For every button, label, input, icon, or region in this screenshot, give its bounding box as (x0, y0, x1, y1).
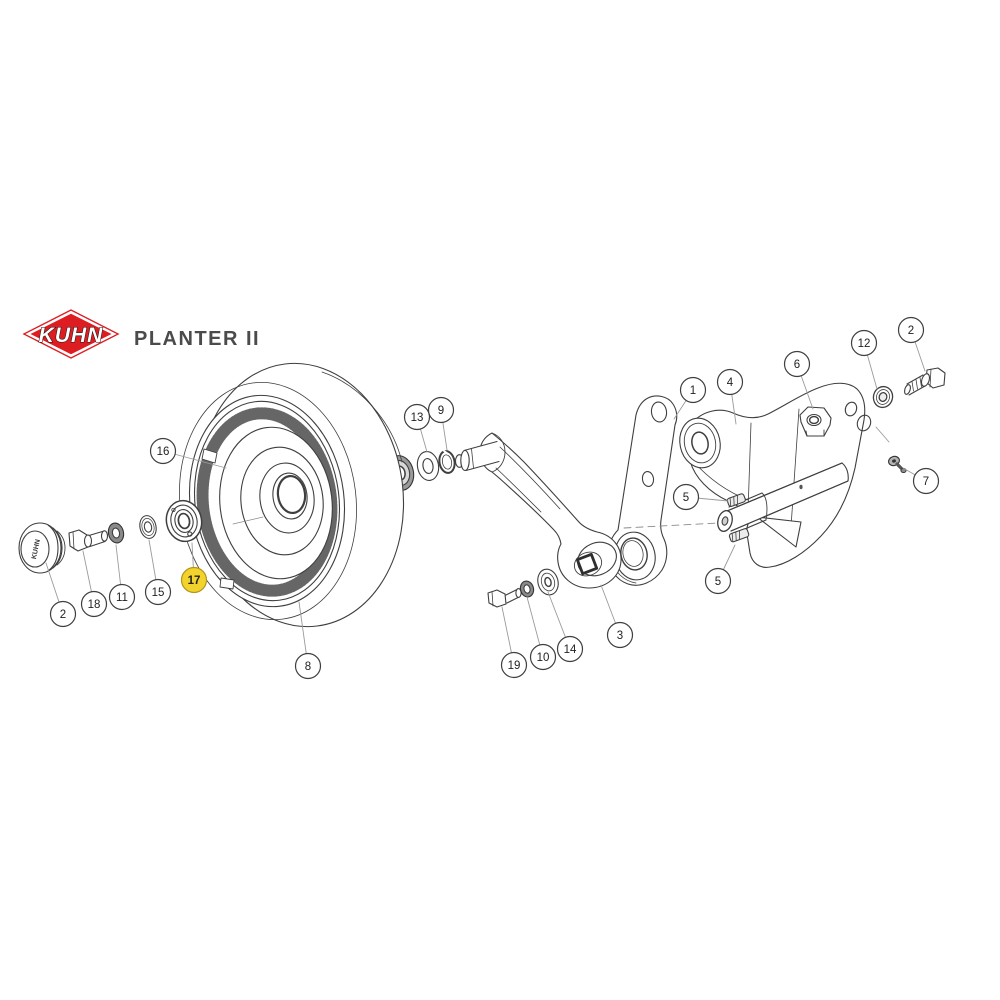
washer-15-drawing (139, 515, 157, 539)
svg-text:12: 12 (858, 338, 871, 350)
bolt-18-drawing (68, 529, 109, 552)
callout-2[interactable]: 2 (45, 562, 77, 628)
callout-19[interactable]: 19 (500, 606, 528, 679)
svg-text:14: 14 (564, 644, 577, 656)
snap-ring-9-drawing (438, 449, 456, 474)
svg-text:2: 2 (60, 609, 66, 621)
screw-7-drawing (888, 455, 907, 474)
callout-7[interactable]: 7 (902, 467, 940, 495)
bracket-gusset (756, 516, 802, 548)
pin-5-lower-drawing (728, 528, 750, 543)
callout-12[interactable]: 12 (850, 329, 878, 390)
link-arm-1-drawing (607, 395, 678, 586)
lock-washer-10-drawing (519, 580, 535, 598)
arm-square-bore (575, 552, 599, 576)
rim-tab-top (201, 448, 218, 464)
washer-13-drawing (416, 451, 440, 481)
svg-text:3: 3 (617, 630, 623, 642)
callout-18[interactable]: 18 (80, 550, 108, 618)
brand-header: KUHN PLANTER II (22, 308, 260, 360)
callout-6[interactable]: 6 (783, 350, 814, 410)
callout-3[interactable]: 3 (600, 584, 634, 649)
svg-text:5: 5 (683, 492, 689, 504)
callout-11[interactable]: 11 (108, 544, 136, 611)
kuhn-logo-outline (22, 309, 120, 359)
bearing-17-drawing (165, 499, 203, 543)
callout-9[interactable]: 9 (427, 396, 455, 451)
svg-text:7: 7 (923, 476, 929, 488)
page-title: PLANTER II (134, 327, 261, 350)
washer-12-drawing (872, 385, 894, 409)
svg-text:13: 13 (411, 412, 424, 424)
bolt-2-drawing (904, 367, 946, 396)
callout-5[interactable]: 5 (672, 483, 729, 511)
washer-11-drawing (107, 522, 125, 544)
assembly-centerline (623, 522, 719, 529)
callout-5[interactable]: 5 (704, 544, 736, 595)
wheel-spindle-drawing (454, 440, 500, 472)
svg-text:18: 18 (88, 599, 101, 611)
callout-10[interactable]: 10 (526, 596, 557, 671)
svg-text:15: 15 (152, 587, 165, 599)
washer-14-drawing (537, 568, 559, 596)
callout-1[interactable]: 1 (673, 376, 707, 420)
svg-text:1: 1 (690, 385, 696, 397)
callout-4[interactable]: 4 (716, 368, 744, 425)
bolt-19-drawing (487, 588, 522, 608)
bolt-axis-line (875, 426, 890, 443)
pin-5-upper-drawing (726, 493, 746, 507)
rim-tab-bottom (219, 577, 235, 590)
callout-2[interactable]: 2 (897, 316, 926, 372)
callout-17-highlighted[interactable]: 17 (180, 542, 208, 594)
svg-text:2: 2 (908, 325, 914, 337)
kuhn-logo: KUHN (22, 309, 120, 359)
svg-text:10: 10 (537, 652, 550, 664)
svg-text:5: 5 (715, 576, 721, 588)
callout-15[interactable]: 15 (144, 539, 172, 606)
svg-text:4: 4 (727, 377, 734, 389)
hub-cap-logo-text: KUHN (31, 539, 42, 560)
kuhn-logo-text: KUHN (39, 324, 104, 347)
svg-text:19: 19 (508, 660, 521, 672)
hub-cap-drawing: KUHN (18, 522, 66, 574)
callout-16[interactable]: 16 (149, 437, 227, 469)
kuhn-logo-diamond (25, 311, 117, 357)
gauge-wheel-drawing (179, 362, 415, 628)
svg-text:8: 8 (305, 661, 311, 673)
swing-arm-3-drawing (454, 432, 622, 589)
svg-text:6: 6 (794, 359, 800, 371)
callout-8[interactable]: 8 (294, 601, 322, 680)
callout-13[interactable]: 13 (403, 403, 431, 453)
svg-text:16: 16 (157, 446, 170, 458)
svg-text:9: 9 (438, 405, 444, 417)
nut-6-drawing (799, 406, 832, 437)
callout-14[interactable]: 14 (547, 591, 584, 663)
svg-text:11: 11 (116, 592, 128, 604)
svg-text:17: 17 (188, 575, 201, 587)
